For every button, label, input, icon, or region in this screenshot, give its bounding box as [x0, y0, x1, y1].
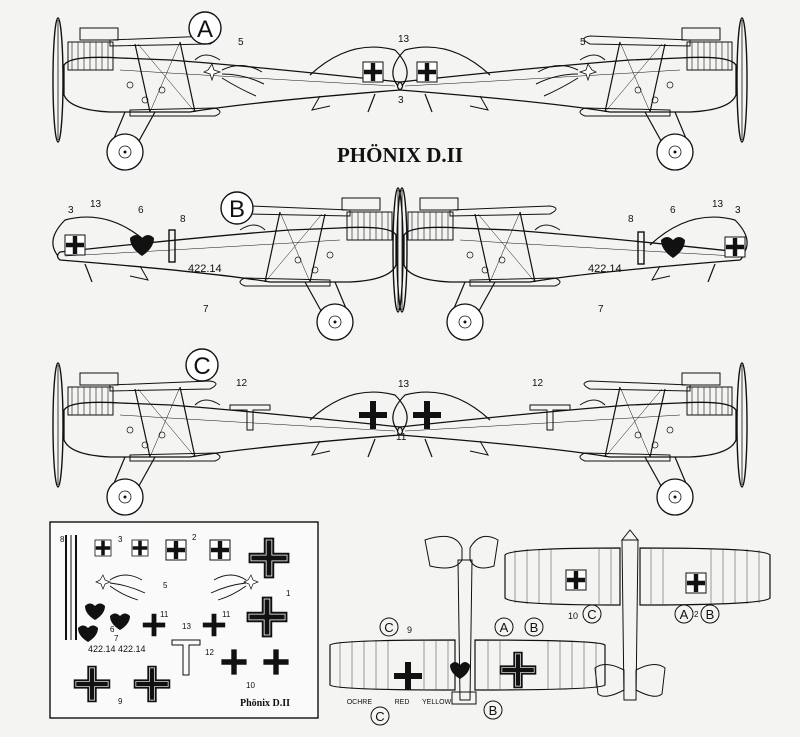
plan-c-circle-2 — [370, 706, 390, 726]
page-title: PHÖNIX D.II — [337, 143, 463, 167]
decal-sheet-title: Phönix D.II — [240, 698, 290, 709]
decal-callout-6: 6 — [110, 625, 115, 634]
scheme-a-circle — [188, 11, 222, 45]
callout-8: 8 — [628, 214, 634, 225]
callout-10: 10 — [568, 611, 578, 621]
callout-13: 13 — [712, 199, 724, 210]
callout-11: 11 — [396, 432, 407, 443]
plan-c-letter: C — [384, 620, 393, 635]
callout-13: 13 — [398, 379, 410, 390]
serial-label: 422.14 — [188, 263, 222, 275]
plan-a-circle — [494, 617, 514, 637]
callout-3: 3 — [398, 95, 404, 106]
under-b-letter: B — [706, 607, 715, 622]
decal-callout-7: 7 — [114, 634, 119, 643]
decal-callout-3: 3 — [118, 535, 123, 544]
label-ochre: OCHRE — [347, 699, 373, 706]
callout-7: 7 — [203, 304, 209, 315]
decal-callout-13: 13 — [182, 622, 191, 631]
decal-serial: 422.14 — [118, 644, 146, 654]
profile-c-right — [392, 362, 748, 516]
plan-b-letter: B — [530, 620, 539, 635]
decal-callout-12: 12 — [205, 648, 214, 657]
decal-callout-9: 9 — [118, 697, 123, 706]
callout-9: 9 — [407, 625, 412, 635]
plan-c-circle — [379, 617, 399, 637]
under-b-circle — [700, 604, 720, 624]
plan-view-bottom — [504, 529, 771, 701]
callout-7: 7 — [598, 304, 604, 315]
profile-a-right — [392, 17, 748, 171]
callout-12: 12 — [532, 378, 544, 389]
callout-13: 13 — [90, 199, 102, 210]
profile-b-left — [52, 187, 408, 341]
plan-view-top — [329, 535, 606, 705]
profile-c-left — [52, 362, 408, 516]
label-red: RED — [395, 699, 410, 706]
plan-a-letter: A — [500, 620, 509, 635]
profile-a-left — [52, 17, 408, 171]
decal-callout-5: 5 — [163, 581, 168, 590]
callout-5: 5 — [238, 37, 244, 48]
under-a-circle — [674, 604, 694, 624]
scheme-b-letter: B — [229, 196, 245, 223]
decal-sheet — [49, 521, 319, 719]
under-c-letter: C — [587, 607, 596, 622]
callout-6: 6 — [670, 205, 676, 216]
scheme-c-letter: C — [193, 353, 210, 380]
callout-8: 8 — [180, 214, 186, 225]
under-a-letter: A — [680, 607, 689, 622]
callout-12: 12 — [236, 378, 248, 389]
plan-b-circle — [524, 617, 544, 637]
under-c-circle — [582, 604, 602, 624]
decal-callout-10: 10 — [246, 681, 255, 690]
profile-b-right — [392, 187, 748, 341]
decal-callout-2: 2 — [192, 533, 197, 542]
callout-13: 13 — [398, 34, 410, 45]
scheme-a-letter: A — [197, 16, 213, 43]
scheme-b-circle — [220, 191, 254, 225]
label-yellow: YELLOW — [422, 699, 452, 706]
plan-b-letter-2: B — [489, 703, 498, 718]
callout-3: 3 — [735, 205, 741, 216]
scheme-c-circle — [185, 348, 219, 382]
plan-b-circle-2 — [483, 700, 503, 720]
callout-5: 5 — [580, 37, 586, 48]
callout-3: 3 — [68, 205, 74, 216]
decal-callout-1: 1 — [286, 589, 291, 598]
decal-callout-11: 11 — [160, 610, 169, 619]
decal-callout-8: 8 — [60, 535, 65, 544]
callout-6: 6 — [138, 205, 144, 216]
callout-2: 2 — [694, 610, 699, 619]
decal-callout-11: 11 — [222, 610, 231, 619]
serial-label: 422.14 — [588, 263, 622, 275]
decal-serial: 422.14 — [88, 644, 116, 654]
plan-c-letter-2: C — [375, 709, 384, 724]
